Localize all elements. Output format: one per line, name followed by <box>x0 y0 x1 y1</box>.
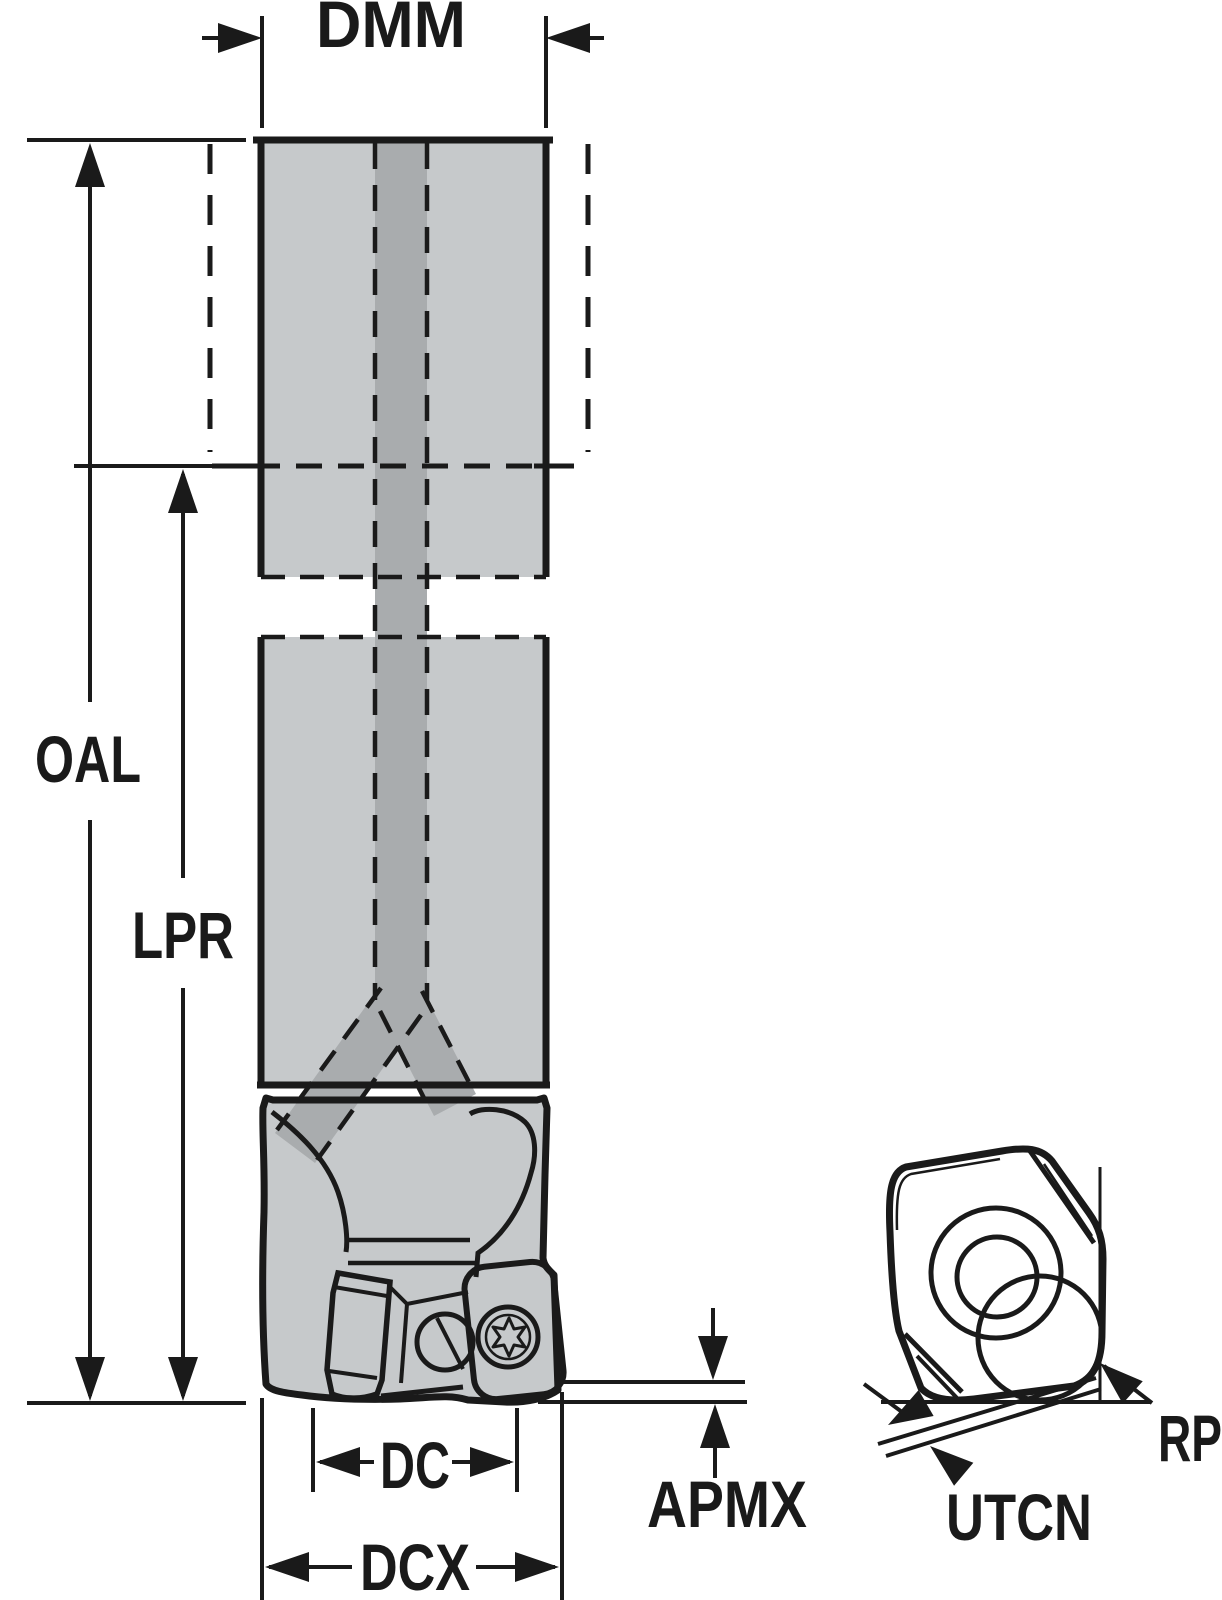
dimension-dmm: DMM <box>202 0 604 128</box>
dimension-oal: OAL <box>27 138 246 1405</box>
arrowhead-icon <box>470 1447 514 1477</box>
left-insert-facet-line <box>328 1369 378 1380</box>
insert-pocket-curve <box>468 1106 538 1278</box>
arrowhead-icon <box>75 143 105 187</box>
utcn-wiper-edge-line <box>885 1387 1102 1458</box>
dimension-utcn: UTCN <box>862 1376 1102 1554</box>
clamp-screw-hole-chord <box>435 1317 465 1370</box>
dimension-dc: DC <box>311 1408 519 1502</box>
dimension-rp: RP <box>881 1167 1222 1475</box>
coolant-channel <box>375 143 427 1005</box>
arrowhead-icon <box>218 23 262 53</box>
pocket-floor-line <box>399 1303 409 1384</box>
dimension-lpr: LPR <box>74 464 234 1401</box>
insert-detail: RP UTCN <box>862 1145 1222 1554</box>
holder-reference-outline <box>207 144 591 469</box>
arrowhead-icon <box>168 469 198 513</box>
insert-corner-facet-line <box>1027 1149 1097 1245</box>
channel-branch-edge <box>275 986 383 1132</box>
label-rp: RP <box>1158 1401 1222 1475</box>
coolant-channel-left-branch <box>275 985 421 1163</box>
label-dmm: DMM <box>316 0 466 61</box>
label-apmx: APMX <box>647 1467 807 1541</box>
label-dcx: DCX <box>360 1530 470 1600</box>
label-utcn: UTCN <box>946 1480 1092 1554</box>
dimension-dcx: DCX <box>260 1392 564 1600</box>
utcn-angle-tick <box>862 1382 904 1414</box>
tool-body <box>253 136 567 1406</box>
torx-star-icon <box>491 1316 527 1358</box>
cutter-head <box>262 1098 558 1403</box>
dimension-apmx: APMX <box>538 1308 807 1541</box>
arrowhead-icon <box>515 1552 559 1582</box>
arrowhead-icon <box>546 23 590 53</box>
label-lpr: LPR <box>132 898 234 972</box>
insert-boss-ring <box>928 1205 1064 1341</box>
insert-corner-facet-line <box>915 1354 959 1400</box>
arrowhead-icon <box>265 1552 309 1582</box>
torx-screw-icon <box>475 1304 541 1370</box>
arrowhead-icon <box>75 1357 105 1401</box>
utcn-wiper-edge-line <box>877 1376 1097 1446</box>
arrowhead-icon <box>316 1447 360 1477</box>
left-insert-facet-line <box>333 1285 388 1298</box>
arrowhead-icon <box>168 1357 198 1401</box>
label-dc: DC <box>380 1428 450 1502</box>
insert-corner-facet-line <box>1042 1163 1094 1237</box>
insert-corner-facet-line <box>903 1332 964 1394</box>
insert-detail-inner-line <box>895 1157 1001 1231</box>
arrowhead-icon <box>700 1404 730 1448</box>
pocket-bottom-line <box>380 1384 464 1399</box>
flute-curve <box>270 1110 350 1253</box>
channel-branch-edge <box>419 989 477 1094</box>
torx-screw-recess <box>484 1313 532 1361</box>
right-insert <box>461 1258 567 1403</box>
label-oal: OAL <box>35 722 141 796</box>
arrowhead-icon <box>698 1336 728 1380</box>
left-insert <box>324 1269 393 1401</box>
